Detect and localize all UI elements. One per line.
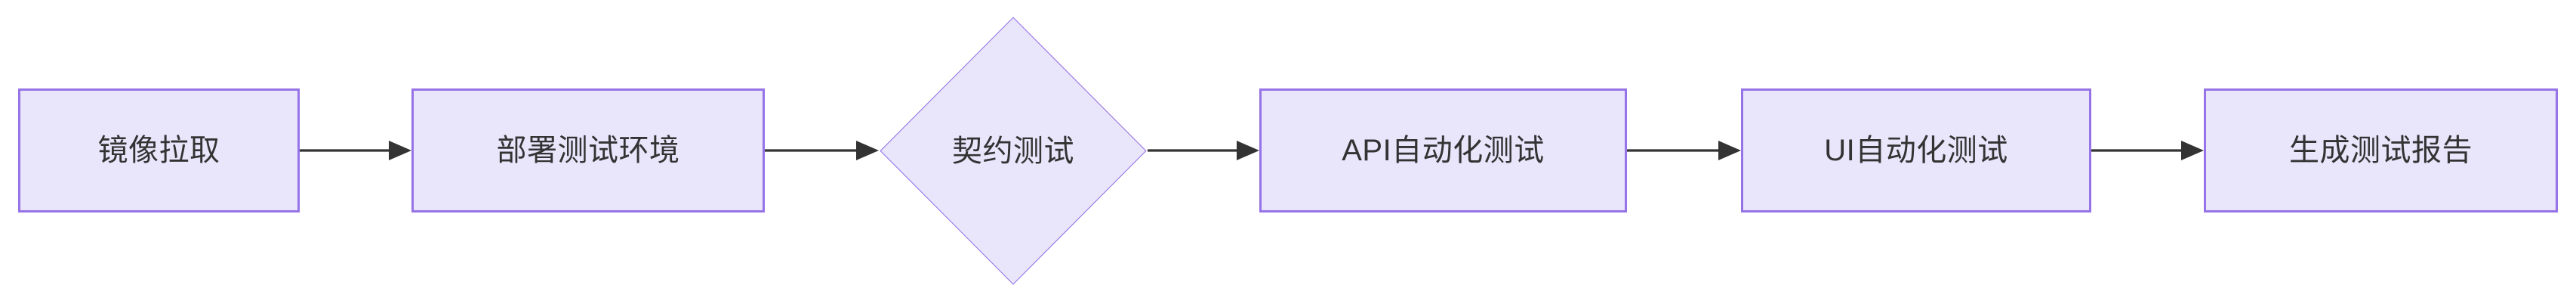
flow-node-label: 生成测试报告 bbox=[2289, 134, 2473, 167]
flow-node-ui-automation-test[interactable]: UI自动化测试 bbox=[1741, 88, 2091, 212]
flow-node-label: UI自动化测试 bbox=[1824, 134, 2008, 167]
flow-node-generate-test-report[interactable]: 生成测试报告 bbox=[2204, 88, 2558, 212]
flow-arrow-5 bbox=[2091, 135, 2204, 166]
flow-node-label: 部署测试环境 bbox=[496, 134, 680, 167]
flow-node-label: 镜像拉取 bbox=[97, 134, 220, 167]
flow-node-label: 契约测试 bbox=[952, 134, 1074, 168]
flow-node-deploy-test-env[interactable]: 部署测试环境 bbox=[411, 88, 765, 212]
flow-arrow-1 bbox=[300, 135, 411, 166]
flow-node-api-automation-test[interactable]: API自动化测试 bbox=[1259, 88, 1627, 212]
flow-arrow-4 bbox=[1627, 135, 1741, 166]
flow-node-label: API自动化测试 bbox=[1342, 134, 1545, 167]
flow-arrow-3 bbox=[1148, 135, 1259, 166]
flow-arrow-2 bbox=[765, 135, 879, 166]
diamond-shape bbox=[879, 16, 1148, 286]
flow-node-contract-test[interactable]: 契约测试 bbox=[879, 16, 1148, 286]
flow-node-image-pull[interactable]: 镜像拉取 bbox=[18, 88, 300, 212]
